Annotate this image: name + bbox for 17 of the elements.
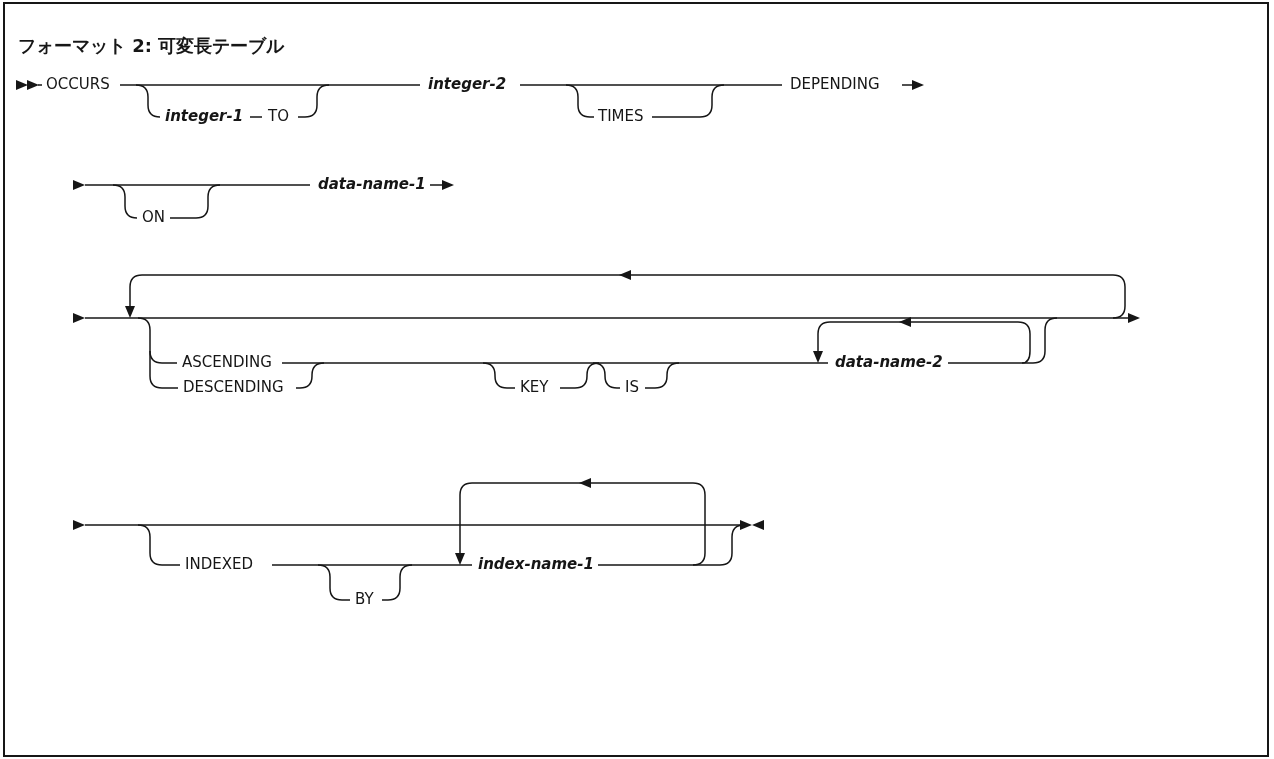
- syntax-variable: data-name-1: [318, 174, 426, 194]
- syntax-variable: data-name-2: [835, 352, 943, 372]
- syntax-keyword: TO: [268, 106, 289, 126]
- diagram-title: フォーマット 2: 可変長テーブル: [18, 34, 285, 58]
- syntax-keyword: KEY: [520, 377, 549, 397]
- syntax-keyword: INDEXED: [185, 554, 253, 574]
- syntax-keyword: ON: [142, 207, 166, 227]
- syntax-keyword: DEPENDING: [790, 74, 880, 94]
- syntax-variable: index-name-1: [478, 554, 594, 574]
- syntax-keyword: DESCENDING: [183, 377, 284, 397]
- syntax-variable: integer-1: [165, 106, 244, 126]
- syntax-keyword: IS: [625, 377, 639, 397]
- syntax-keyword: ASCENDING: [182, 352, 272, 372]
- syntax-keyword: OCCURS: [46, 74, 110, 94]
- syntax-keyword: BY: [355, 589, 374, 609]
- syntax-keyword: TIMES: [598, 106, 644, 126]
- syntax-variable: integer-2: [428, 74, 507, 94]
